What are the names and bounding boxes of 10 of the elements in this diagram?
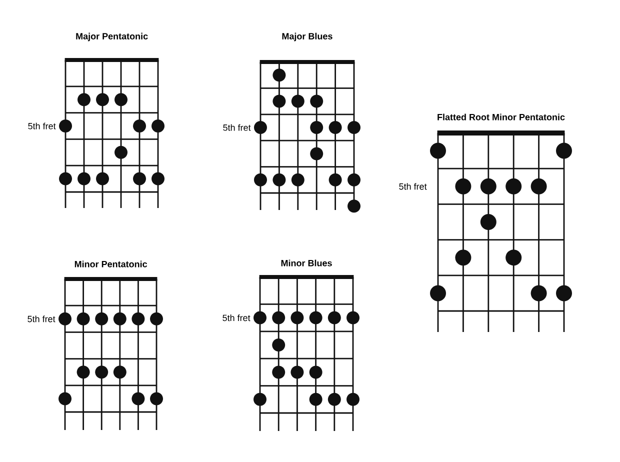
chart-title: Major Blues (282, 32, 332, 42)
chart-title: Minor Pentatonic (74, 260, 148, 268)
fret-label: 5th fret (222, 314, 250, 322)
fret-label: 5th fret (223, 124, 251, 131)
chart-title: Major Pentatonic (76, 32, 148, 42)
fret-label: 5th fret (399, 183, 427, 190)
fret-label: 5th fret (28, 316, 56, 322)
chart-title: Minor Blues (281, 260, 332, 266)
chart-title: Flatted Root Minor Pentatonic (438, 114, 565, 120)
fret-label: 5th fret (28, 122, 56, 130)
